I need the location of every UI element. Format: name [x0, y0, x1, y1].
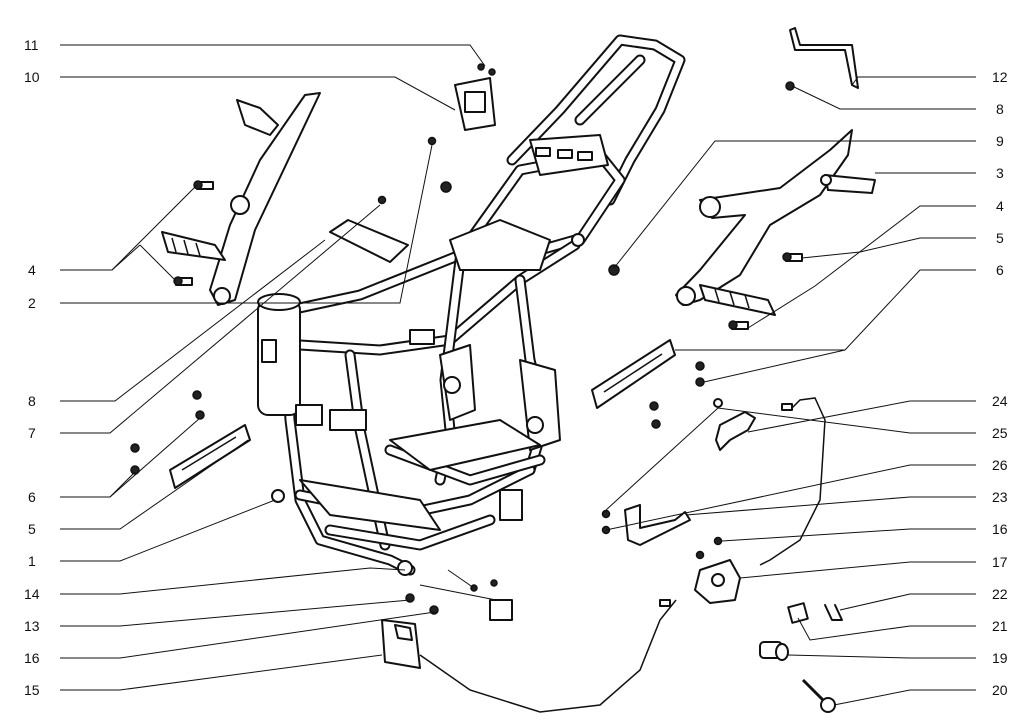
bracket-23 — [624, 504, 691, 546]
cover-plate-7 — [329, 219, 409, 263]
right-footrest-bracket — [675, 129, 876, 316]
plate-10 — [454, 77, 496, 131]
callout-12: 12 — [992, 69, 1008, 85]
callout-13: 13 — [24, 618, 40, 634]
nut-25 — [713, 398, 723, 408]
callout-9: 9 — [996, 133, 1004, 149]
bolts-6-right — [649, 361, 705, 429]
handle-12 — [789, 27, 859, 89]
screws-16-right — [695, 536, 723, 560]
module-15 — [381, 619, 421, 669]
screws-13 — [405, 593, 439, 615]
callout-5-left: 5 — [28, 521, 36, 537]
leader-lines — [60, 44, 976, 706]
clip-22 — [824, 604, 843, 621]
grommet-9 — [608, 264, 620, 276]
callout-4-left: 4 — [28, 262, 36, 278]
callout-6-right: 6 — [996, 262, 1004, 278]
callout-22: 22 — [992, 586, 1008, 602]
lock-cylinder-19 — [759, 641, 789, 661]
plate-6-right — [591, 339, 676, 409]
grommet — [440, 181, 452, 193]
callout-17: 17 — [992, 554, 1008, 570]
callout-1: 1 — [28, 553, 36, 569]
bolts-6-left — [130, 390, 205, 475]
main-frame — [257, 34, 686, 576]
bracket-24 — [715, 411, 756, 451]
callout-23: 23 — [992, 489, 1008, 505]
callout-16-right: 16 — [992, 521, 1008, 537]
callout-3: 3 — [996, 165, 1004, 181]
screws-11 — [477, 63, 496, 76]
left-footrest-bracket — [161, 92, 321, 306]
nut-8-right — [785, 81, 795, 91]
callout-15: 15 — [24, 682, 40, 698]
plate-21 — [787, 602, 809, 624]
lock-body-17 — [694, 559, 741, 604]
callout-14: 14 — [24, 586, 40, 602]
right-callouts: 12 8 9 3 4 5 6 24 25 26 23 16 17 22 21 1… — [992, 69, 1008, 698]
screw-26-a — [601, 509, 611, 519]
bolt-5-right — [782, 252, 803, 262]
callout-7: 7 — [28, 425, 36, 441]
bolt-4-right-lower — [728, 320, 749, 330]
screw-8-left — [427, 136, 437, 146]
key-20 — [801, 678, 836, 713]
callout-19: 19 — [992, 650, 1008, 666]
callout-4-right: 4 — [996, 198, 1004, 214]
callout-5-right: 5 — [996, 230, 1004, 246]
callout-2: 2 — [28, 295, 36, 311]
bolt-4-left-lower — [173, 276, 193, 286]
callout-20: 20 — [992, 682, 1008, 698]
callout-6-left: 6 — [28, 489, 36, 505]
cable-lower — [419, 599, 677, 713]
screw-8-center — [377, 195, 387, 205]
callout-8-right: 8 — [996, 101, 1004, 117]
plate-6-left — [169, 424, 251, 489]
callout-8-left: 8 — [28, 393, 36, 409]
callout-25: 25 — [992, 425, 1008, 441]
callout-11: 11 — [24, 37, 39, 53]
left-callouts: 11 10 4 2 8 7 6 5 1 14 13 16 15 — [24, 37, 40, 698]
callout-21: 21 — [992, 618, 1008, 634]
callout-16-left: 16 — [24, 650, 40, 666]
callout-24: 24 — [992, 393, 1008, 409]
bracket-14 — [470, 579, 513, 621]
callout-26: 26 — [992, 457, 1008, 473]
callout-10: 10 — [24, 69, 40, 85]
cable-upper — [759, 397, 826, 566]
